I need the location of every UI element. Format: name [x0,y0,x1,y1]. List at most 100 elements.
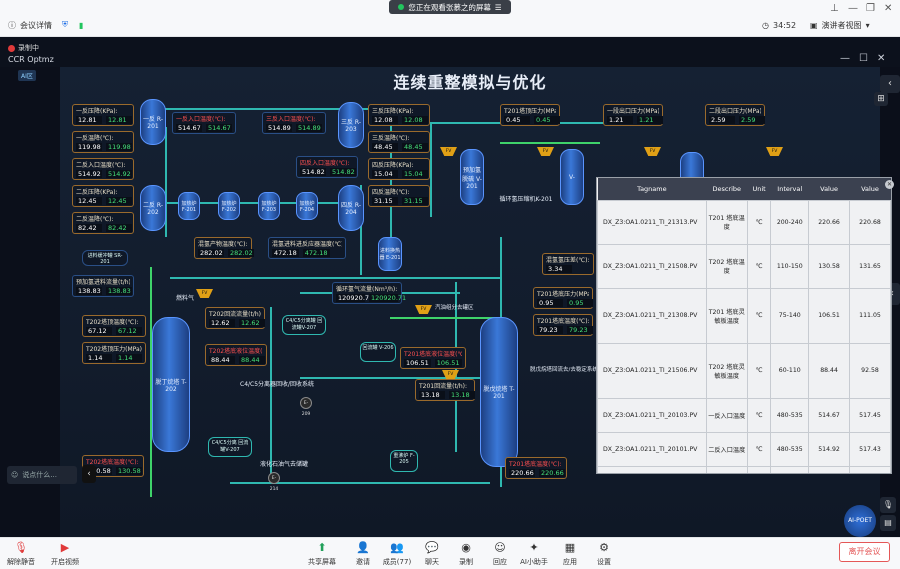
exchanger-e214[interactable]: E-214 [268,472,280,492]
chevron-left-icon[interactable]: ‹ [82,465,96,483]
interval-cell: 200-240 [770,199,810,245]
exchanger-e201[interactable]: 进料换热器 E-201 [378,237,402,271]
emoji-icon[interactable]: ☺ [11,471,19,479]
start-video-button[interactable]: ▶开启视频 [48,541,82,567]
settings-button[interactable]: ⚙设置 [587,541,621,567]
heater-f205[interactable]: 重沸炉 F-205 [390,450,418,472]
table-row[interactable]: D [597,465,891,473]
apps-button[interactable]: ▦应用 [553,541,587,567]
control-valve[interactable]: FV [644,147,661,156]
reactor-r204[interactable]: 四反 R-204 [338,185,364,231]
members-label: 成员(77) [382,558,412,566]
remote-close-icon[interactable]: ✕ [877,53,886,64]
pin-icon[interactable]: ⊥ [830,3,839,14]
metric-label: T201塔底液位温度(℃): [404,351,462,358]
share-status-dot [398,4,405,10]
panel-close-icon[interactable]: ✕ [885,180,894,189]
reactor-r202[interactable]: 二反 R-202 [140,185,166,231]
unit-cell [746,465,772,473]
heater-f202[interactable]: 加热炉 F-202 [218,192,240,220]
unmute-label: 解除静音 [7,558,35,566]
heater-f204[interactable]: 加热炉 F-204 [296,192,318,220]
column-t202[interactable]: 脱丁烷塔 T-202 [152,317,190,452]
chat-input[interactable]: ☺说点什么... [7,466,77,484]
metric-value: 138.83 [76,287,102,295]
unit-cell: ℃ [746,243,772,289]
shield-icon[interactable]: ⛨ [62,20,68,29]
leave-meeting-button[interactable]: 离开会议 [839,542,890,562]
metric-label: 一反压降(KPa): [76,108,118,115]
column-header[interactable]: Value [808,178,850,200]
control-valve[interactable]: FV [440,147,457,156]
column-header[interactable]: Unit [747,178,771,200]
menu-icon[interactable]: ☰ [494,2,502,12]
invite-button[interactable]: 👤邀请 [346,541,380,567]
metric-label: 三反压降(KPa): [372,108,414,115]
collapse-left-icon[interactable]: ‹ [880,75,900,93]
drum-v206[interactable]: 回流罐 V-206 [360,342,396,362]
record-button[interactable]: ◉录制 [449,541,483,567]
gear-icon: ⚙ [599,541,609,554]
fullscreen-icon[interactable]: ⊞ [874,92,888,106]
metric-sim-value: 119.98 [106,143,132,151]
metric-value: 120920.71 [336,294,374,302]
column-header[interactable]: Value [849,178,891,200]
drum-v207b[interactable]: C4/C5分离 回流罐V-207 [208,437,252,457]
react-button[interactable]: ☺回应 [483,541,517,567]
reactor-r203[interactable]: 三反 R-203 [338,102,364,148]
chat-button[interactable]: 💬聊天 [415,541,449,567]
sr201[interactable]: 进料缓冲罐 SR-201 [82,250,128,266]
vessel-v203[interactable]: V- [560,149,584,205]
column-header[interactable]: Tagname [597,178,707,200]
metric-value: 15.04 [372,170,398,178]
metric-value: 1.21 [607,116,633,124]
describe-cell: 二反入口温度 [705,431,748,467]
vessel-v201[interactable]: 预加氢 脱硫 V-201 [460,149,484,205]
close-icon[interactable]: ✕ [884,3,893,14]
column-t201[interactable]: 脱戊烷塔 T-201 [480,317,518,467]
react-label: 回应 [493,558,507,566]
column-header[interactable]: Interval [770,178,809,200]
interval-cell: 480-535 [770,397,810,433]
chat-icon[interactable]: ▤ [880,515,896,531]
control-valve[interactable]: FV [415,305,432,314]
drum-v207[interactable]: C4/C5分离罐 回流罐V-207 [282,315,326,335]
ai-assistant-button[interactable]: ✦AI小助手 [517,541,551,567]
pipe [430,122,432,217]
unmute-button[interactable]: 🎙解除静音 [4,541,38,567]
heater-f201[interactable]: 加热炉 F-201 [178,192,200,220]
control-valve[interactable]: FV [442,370,459,379]
metric-label: T201塔底压力(MPa): [537,291,589,298]
minimize-icon[interactable]: — [848,3,858,14]
remote-minimize-icon[interactable]: — [840,53,850,64]
share-screen-button[interactable]: ⬆共享屏幕 [305,541,339,567]
control-valve[interactable]: FV [766,147,783,156]
microphone-icon[interactable]: 🎙 [880,497,896,513]
metric-value: 106.51 [404,359,431,367]
sharing-banner[interactable]: 您正在观看张慕之的屏幕☰ [389,0,511,14]
metric-label: T202塔顶压力(MPa): [86,346,142,353]
speaker-view-button[interactable]: ▣演讲者视图▾ [810,18,870,32]
control-valve[interactable]: FV [537,147,554,156]
reactor-r201[interactable]: 一反 R-201 [140,99,166,145]
remote-maximize-icon[interactable]: ☐ [859,53,868,64]
exchanger-e209[interactable]: E-209 [300,397,312,417]
heater-f203[interactable]: 加热炉 F-203 [258,192,280,220]
share-screen-icon: ⬆ [317,541,327,554]
restore-icon[interactable]: ❐ [866,3,875,14]
ai-poet-button[interactable]: AI-POET [844,505,876,537]
column-header[interactable]: Describe [706,178,748,200]
metric-value: 31.15 [372,197,398,205]
control-valve[interactable]: FV [196,289,213,298]
members-button[interactable]: 👥成员(77) [380,541,414,567]
